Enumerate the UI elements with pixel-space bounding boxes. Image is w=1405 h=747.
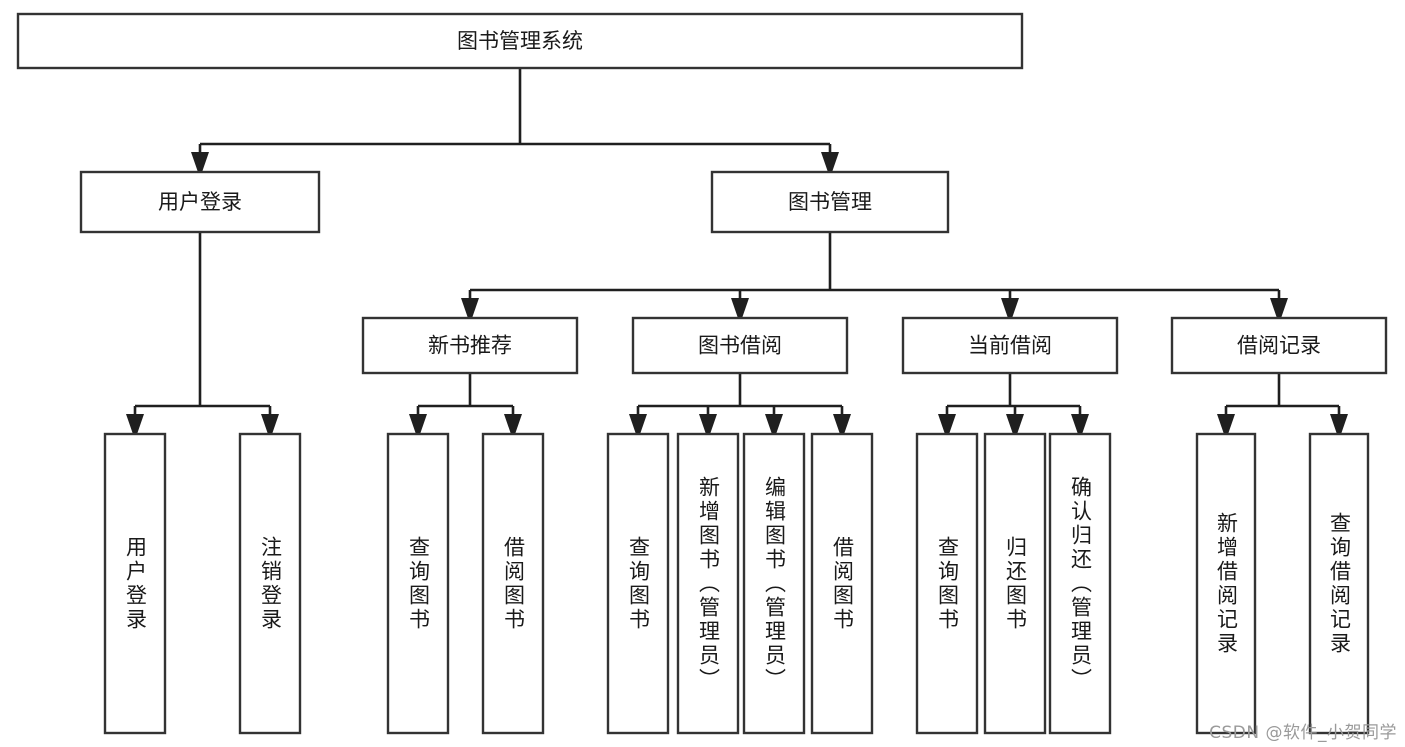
arrow-head-leaf-query-book-1 — [409, 414, 427, 440]
arrow-head-leaf-query-book-2 — [629, 414, 647, 440]
node-label-borrow-record: 借阅记录 — [1237, 334, 1321, 358]
watermark-text: CSDN @软件_小贺同学 — [1209, 723, 1397, 743]
node-label-book-manage: 图书管理 — [788, 190, 872, 214]
node-box-leaf-add-record[interactable] — [1195, 432, 1257, 735]
arrow-head-borrow-record — [1270, 298, 1288, 324]
node-box-leaf-return-book[interactable] — [983, 432, 1047, 735]
node-label-new-book-rec: 新书推荐 — [428, 334, 512, 358]
arrow-head-leaf-edit-book — [765, 414, 783, 440]
node-box-new-book-rec[interactable] — [361, 316, 579, 375]
node-box-current-borrow[interactable] — [901, 316, 1119, 375]
connectors-layer — [126, 68, 1348, 440]
node-box-leaf-logout[interactable] — [238, 432, 302, 735]
node-box-leaf-query-book-1[interactable] — [386, 432, 450, 735]
node-box-root[interactable] — [16, 12, 1024, 70]
node-box-leaf-query-record[interactable] — [1308, 432, 1370, 735]
node-box-leaf-user-login[interactable] — [103, 432, 167, 735]
node-box-leaf-borrow-book-1[interactable] — [481, 432, 545, 735]
arrow-head-leaf-add-record — [1217, 414, 1235, 440]
arrow-head-leaf-borrow-book-1 — [504, 414, 522, 440]
node-box-borrow-record[interactable] — [1170, 316, 1388, 375]
node-box-leaf-edit-book[interactable] — [742, 432, 806, 735]
node-box-leaf-query-book-3[interactable] — [915, 432, 979, 735]
arrow-head-book-manage — [821, 152, 839, 178]
node-box-leaf-add-book[interactable] — [676, 432, 740, 735]
node-box-leaf-confirm-return[interactable] — [1048, 432, 1112, 735]
arrow-head-book-borrow — [731, 298, 749, 324]
node-label-book-borrow: 图书借阅 — [698, 334, 782, 358]
arrow-head-user-login — [191, 152, 209, 178]
arrow-head-leaf-confirm-return — [1071, 414, 1089, 440]
node-box-user-login[interactable] — [79, 170, 321, 234]
node-label-root: 图书管理系统 — [457, 29, 583, 53]
arrow-head-leaf-query-book-3 — [938, 414, 956, 440]
arrow-head-leaf-add-book — [699, 414, 717, 440]
arrow-head-leaf-borrow-book-2 — [833, 414, 851, 440]
arrow-head-current-borrow — [1001, 298, 1019, 324]
arrow-head-new-book-rec — [461, 298, 479, 324]
arrow-head-leaf-return-book — [1006, 414, 1024, 440]
arrow-head-leaf-user-login — [126, 414, 144, 440]
arrow-head-leaf-logout — [261, 414, 279, 440]
arrow-head-leaf-query-record — [1330, 414, 1348, 440]
node-label-current-borrow: 当前借阅 — [968, 334, 1052, 358]
node-box-book-manage[interactable] — [710, 170, 950, 234]
node-box-leaf-query-book-2[interactable] — [606, 432, 670, 735]
node-box-book-borrow[interactable] — [631, 316, 849, 375]
boxes-layer — [16, 12, 1388, 735]
node-label-user-login: 用户登录 — [158, 190, 242, 214]
node-box-leaf-borrow-book-2[interactable] — [810, 432, 874, 735]
